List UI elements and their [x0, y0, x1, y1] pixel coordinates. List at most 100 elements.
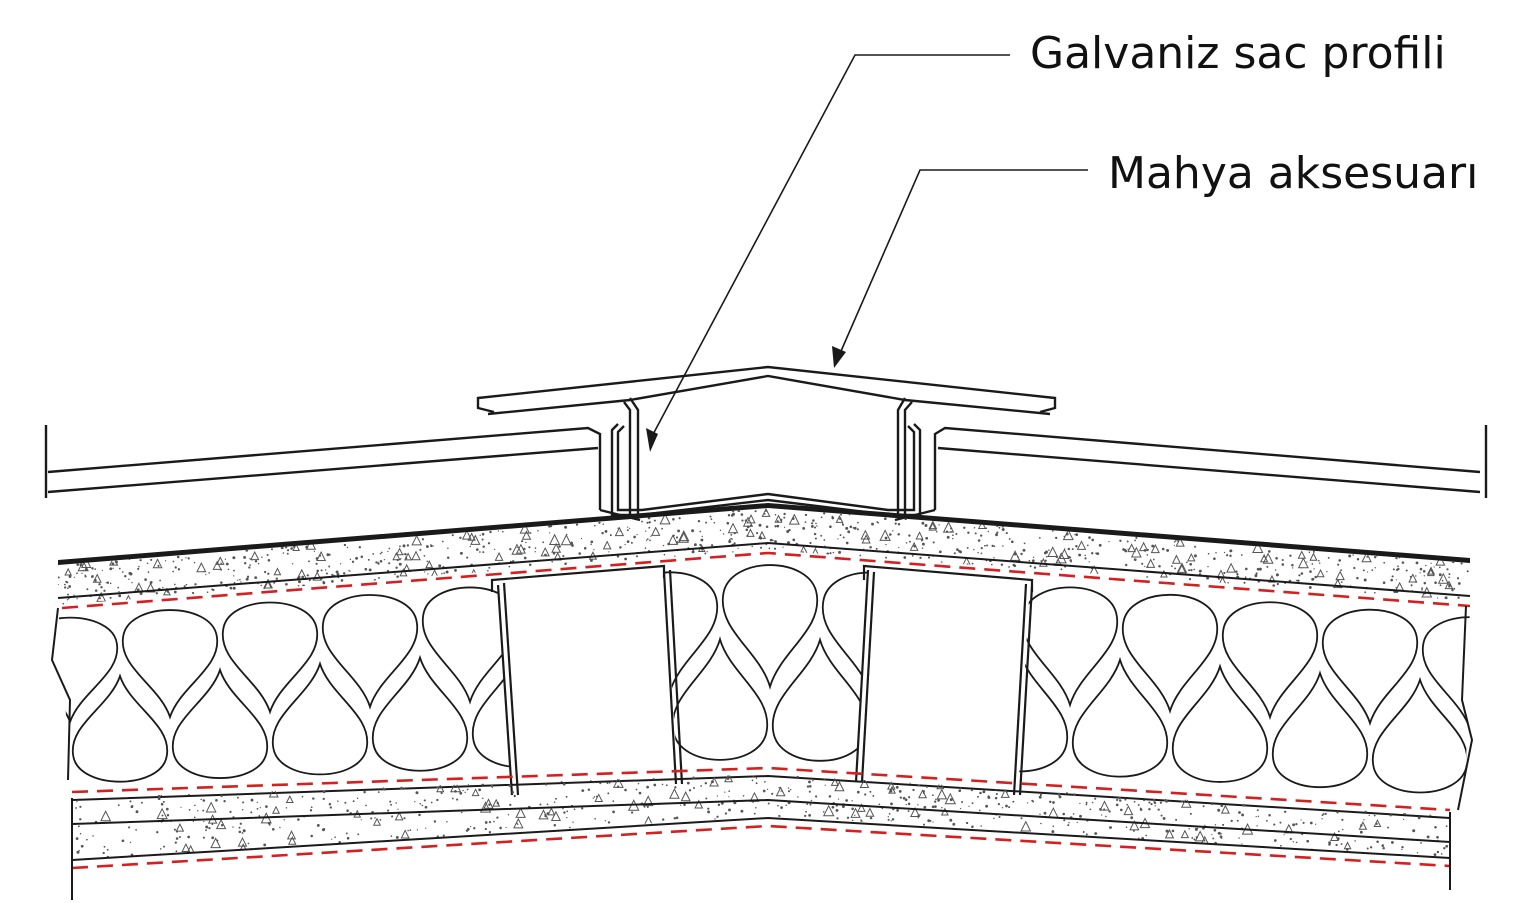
aggregate-dot: [346, 809, 349, 812]
aggregate-dot: [683, 803, 686, 806]
aggregate-dot: [1212, 837, 1215, 840]
aggregate-dot: [995, 792, 998, 796]
aggregate-dot: [644, 547, 647, 549]
aggregate-dot: [497, 530, 500, 532]
aggregate-dot: [1120, 808, 1123, 812]
aggregate-dot: [1127, 548, 1129, 550]
aggregate-dot: [101, 569, 103, 572]
aggregate-dot: [1005, 532, 1008, 535]
aggregate-dot: [665, 784, 668, 787]
aggregate-mark: [312, 571, 322, 581]
aggregate-dot: [997, 802, 1001, 806]
aggregate-dot: [1188, 828, 1190, 830]
aggregate-dot: [1174, 567, 1177, 570]
aggregate-dot: [839, 534, 842, 537]
aggregate-dot: [216, 839, 219, 842]
aggregate-dot: [904, 798, 908, 802]
aggregate-dot: [539, 803, 542, 806]
aggregate-mark: [910, 806, 921, 817]
aggregate-mark: [430, 569, 440, 579]
aggregate-dot: [1044, 559, 1047, 562]
aggregate-mark: [724, 774, 734, 783]
aggregate-dot: [707, 810, 711, 814]
aggregate-dot: [383, 558, 386, 561]
aggregate-dot: [1280, 844, 1282, 847]
aggregate-dot: [650, 535, 652, 537]
aggregate-mark: [285, 794, 294, 804]
aggregate-dot: [270, 548, 274, 551]
aggregate-dot: [1337, 830, 1340, 833]
aggregate-mark: [519, 523, 531, 534]
aggregate-dot: [1202, 805, 1205, 808]
aggregate-dot: [771, 539, 774, 542]
aggregate-dot: [1158, 564, 1161, 568]
aggregate-dot: [593, 549, 595, 551]
aggregate-dot: [1373, 591, 1376, 594]
aggregate-dot: [1401, 561, 1405, 564]
aggregate-dot: [368, 568, 372, 572]
aggregate-dot: [259, 806, 261, 809]
aggregate-mark: [774, 514, 783, 523]
aggregate-dot: [977, 551, 979, 554]
aggregate-dot: [67, 593, 69, 596]
aggregate-dot: [509, 803, 512, 807]
aggregate-dot: [606, 782, 609, 784]
aggregate-dot: [450, 791, 453, 793]
aggregate-dot: [1309, 570, 1312, 573]
aggregate-mark: [680, 791, 691, 802]
aggregate-dot: [165, 807, 169, 811]
aggregate-dot: [851, 819, 854, 822]
aggregate-dot: [700, 785, 703, 787]
aggregate-dot: [1055, 555, 1059, 559]
aggregate-dot: [946, 535, 950, 539]
aggregate-dot: [76, 598, 78, 600]
aggregate-dot: [1438, 566, 1441, 569]
aggregate-mark: [669, 788, 680, 799]
aggregate-dot: [1274, 569, 1277, 571]
aggregate-dot: [952, 822, 956, 826]
aggregate-dot: [1145, 834, 1148, 837]
aggregate-dot: [885, 556, 888, 559]
aggregate-dot: [922, 823, 926, 826]
aggregate-dot: [1194, 545, 1197, 548]
aggregate-dot: [322, 580, 325, 583]
aggregate-dot: [105, 582, 107, 584]
aggregate-dot: [1124, 798, 1127, 801]
aggregate-dot: [826, 552, 830, 556]
insulation-loop-lower: [1071, 656, 1169, 778]
aggregate-dot: [328, 803, 332, 806]
aggregate-dot: [390, 803, 393, 806]
aggregate-dot: [593, 524, 596, 527]
aggregate-dot: [241, 832, 244, 834]
aggregate-dot: [581, 789, 585, 792]
aggregate-dot: [802, 526, 806, 530]
aggregate-dot: [902, 796, 906, 800]
aggregate-dot: [934, 805, 937, 808]
aggregate-dot: [562, 782, 566, 786]
aggregate-dot: [891, 818, 895, 821]
aggregate-dot: [1273, 839, 1277, 842]
aggregate-dot: [876, 521, 879, 523]
aggregate-dot: [505, 826, 507, 829]
aggregate-dot: [1381, 844, 1385, 847]
aggregate-dot: [841, 805, 845, 809]
aggregate-dot: [888, 813, 891, 815]
aggregate-dot: [285, 807, 288, 809]
aggregate-dot: [1214, 824, 1217, 826]
aggregate-dot: [250, 798, 254, 802]
aggregate-dot: [459, 791, 463, 795]
aggregate-dot: [1243, 581, 1246, 584]
aggregate-dot: [733, 531, 736, 535]
aggregate-dot: [488, 821, 492, 824]
aggregate-dot: [79, 563, 83, 567]
aggregate-dot: [491, 786, 493, 789]
aggregate-dot: [652, 777, 655, 781]
aggregate-dot: [508, 565, 511, 568]
aggregate-dot: [570, 541, 574, 545]
insulation-loop-lower: [71, 673, 169, 783]
aggregate-dot: [849, 525, 853, 529]
aggregate-dot: [421, 804, 424, 807]
aggregate-dot: [211, 836, 215, 840]
aggregate-dot: [1139, 807, 1142, 810]
aggregate-dot: [693, 543, 697, 547]
